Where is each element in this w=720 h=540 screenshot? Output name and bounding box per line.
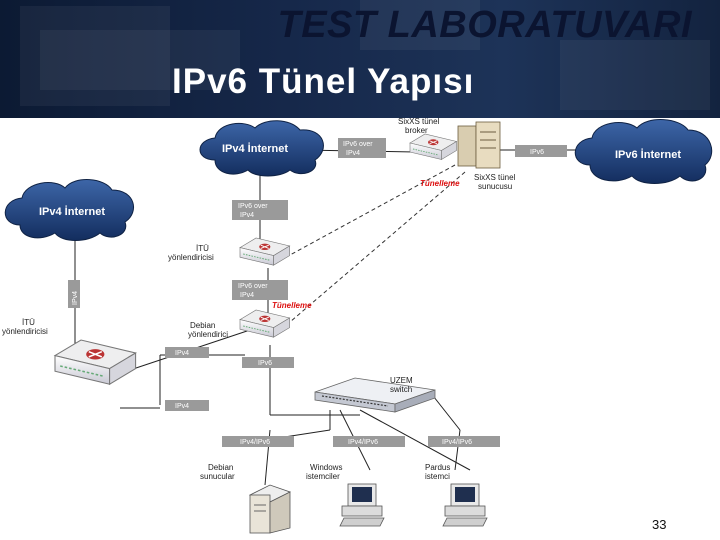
svg-text:IPv4: IPv4 bbox=[346, 150, 360, 157]
itu-router-left-label: İTÜ bbox=[22, 318, 35, 327]
itu-router-top-label-2: yönlendiricisi bbox=[168, 253, 214, 262]
sixxs-server-icon bbox=[458, 122, 500, 168]
cloud-label: IPv4 İnternet bbox=[222, 142, 288, 155]
link-tag-client1: IPv4/IPv6 bbox=[222, 436, 294, 447]
debian-server-icon bbox=[250, 485, 290, 533]
uzem-switch-label-2: switch bbox=[390, 385, 412, 394]
windows-clients-label-2: istemciler bbox=[306, 472, 340, 481]
itu-router-top-label: İTÜ bbox=[196, 244, 209, 253]
itu-router-left-icon bbox=[55, 340, 136, 384]
debian-servers-label-2: sunucular bbox=[200, 472, 235, 481]
svg-text:IPv4: IPv4 bbox=[175, 403, 189, 410]
link-tag-debian-ipv4: IPv4 bbox=[165, 347, 209, 358]
link-tag-ipv6-right: IPv6 bbox=[515, 145, 567, 157]
sixxs-broker-label-2: broker bbox=[405, 126, 428, 135]
svg-text:IPv4: IPv4 bbox=[240, 212, 254, 219]
sixxs-server-label: SixXS tünel bbox=[474, 173, 516, 182]
svg-text:IPv4: IPv4 bbox=[175, 350, 189, 357]
uzem-switch-label: UZEM bbox=[390, 376, 413, 385]
tunnel-lines bbox=[290, 165, 465, 322]
connection-lines bbox=[75, 150, 600, 485]
link-tag-lower-ipv4: IPv4 bbox=[165, 400, 209, 411]
cloud-ipv4-top: IPv4 İnternet bbox=[200, 121, 323, 176]
uzem-switch-icon bbox=[315, 378, 435, 412]
windows-client-icon bbox=[340, 484, 384, 526]
itu-router-left-label-2: yönlendiricisi bbox=[2, 327, 48, 336]
cloud-label: IPv4 İnternet bbox=[39, 205, 105, 218]
debian-servers-label: Debian bbox=[208, 463, 233, 472]
link-tag-broker: IPv6 over IPv4 bbox=[338, 138, 386, 158]
link-tag-client2: IPv4/IPv6 bbox=[333, 436, 405, 447]
cloud-ipv4-left: IPv4 İnternet bbox=[5, 180, 133, 241]
sixxs-server-label-2: sunucusu bbox=[478, 182, 512, 191]
svg-text:IPv4/IPv6: IPv4/IPv6 bbox=[240, 439, 270, 446]
svg-text:IPv6: IPv6 bbox=[530, 149, 544, 156]
debian-router-icon bbox=[240, 310, 290, 337]
windows-clients-label: Windows bbox=[310, 463, 342, 472]
link-tag-client3: IPv4/IPv6 bbox=[428, 436, 500, 447]
debian-router-label: Debian bbox=[190, 321, 215, 330]
link-tag-itu-lower: IPv6 over IPv4 bbox=[232, 280, 288, 300]
link-tag-vertical-ipv4: IPv4 bbox=[68, 280, 80, 308]
svg-text:IPv4/IPv6: IPv4/IPv6 bbox=[442, 439, 472, 446]
sixxs-broker-label: SixXS tünel bbox=[398, 117, 440, 126]
pardus-client-icon bbox=[443, 484, 487, 526]
svg-text:IPv4/IPv6: IPv4/IPv6 bbox=[348, 439, 378, 446]
link-tag-debian-ipv6: IPv6 bbox=[242, 357, 294, 368]
svg-text:IPv6: IPv6 bbox=[258, 360, 272, 367]
svg-text:IPv4: IPv4 bbox=[240, 292, 254, 299]
debian-router-label-2: yönlendirici bbox=[188, 330, 228, 339]
cloud-ipv6-right: IPv6 İnternet bbox=[575, 120, 711, 184]
sixxs-broker-router-icon bbox=[410, 134, 457, 160]
pardus-clients-label-2: istemci bbox=[425, 472, 450, 481]
svg-text:IPv6 over: IPv6 over bbox=[238, 283, 268, 290]
link-tag-itu-upper: IPv6 over IPv4 bbox=[232, 200, 288, 220]
page-number: 33 bbox=[652, 517, 666, 532]
svg-text:IPv6 over: IPv6 over bbox=[238, 203, 268, 210]
tunnel-label-upper: Tünelleme bbox=[420, 179, 460, 188]
pardus-clients-label: Pardus bbox=[425, 463, 450, 472]
tunnel-label-lower: Tünelleme bbox=[272, 301, 312, 310]
cloud-label: IPv6 İnternet bbox=[615, 148, 681, 161]
svg-text:IPv6 over: IPv6 over bbox=[343, 141, 373, 148]
svg-text:IPv4: IPv4 bbox=[72, 291, 79, 305]
itu-router-top-icon bbox=[240, 238, 290, 265]
